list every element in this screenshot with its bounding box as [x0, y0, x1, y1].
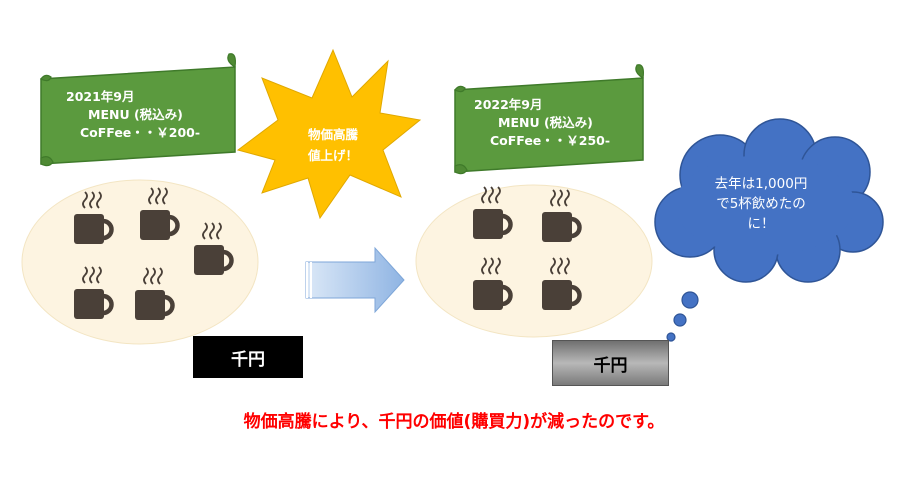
menu-title-after: MENU (税込み) [498, 115, 593, 130]
right-arrow-icon [305, 246, 405, 314]
thought-line-2: で5杯飲めたの [716, 196, 806, 212]
menu-scroll-before [40, 53, 236, 167]
thought-text: 去年は1,000円 で5杯飲めたの に！ [686, 174, 836, 234]
burst-line-1: 物価高騰 [307, 127, 358, 142]
menu-date-after: 2022年9月 [474, 97, 543, 112]
money-label-before: 千円 [231, 349, 265, 370]
price-rise-burst [236, 48, 422, 220]
burst-line-2: 値上げ！ [307, 148, 358, 163]
money-label-after: 千円 [593, 355, 628, 376]
menu-price-after: CoFFee・・￥250- [490, 133, 611, 148]
thought-line-3: に！ [747, 216, 775, 232]
menu-price-before: CoFFee・・￥200- [80, 125, 201, 140]
thought-cloud [654, 118, 884, 342]
burst-label: 物価高騰 値上げ！ [300, 124, 366, 166]
thought-line-1: 去年は1,000円 [714, 176, 808, 192]
menu-scroll-after [454, 64, 644, 175]
conclusion-caption: 物価高騰により、千円の価値(購買力)が減ったのです。 [243, 412, 665, 432]
menu-title-before: MENU (税込み) [88, 107, 183, 122]
cups-area-after [415, 184, 653, 338]
money-box-before: 千円 [193, 336, 303, 378]
menu-date-before: 2021年9月 [66, 89, 135, 104]
money-box-after: 千円 [552, 340, 669, 386]
